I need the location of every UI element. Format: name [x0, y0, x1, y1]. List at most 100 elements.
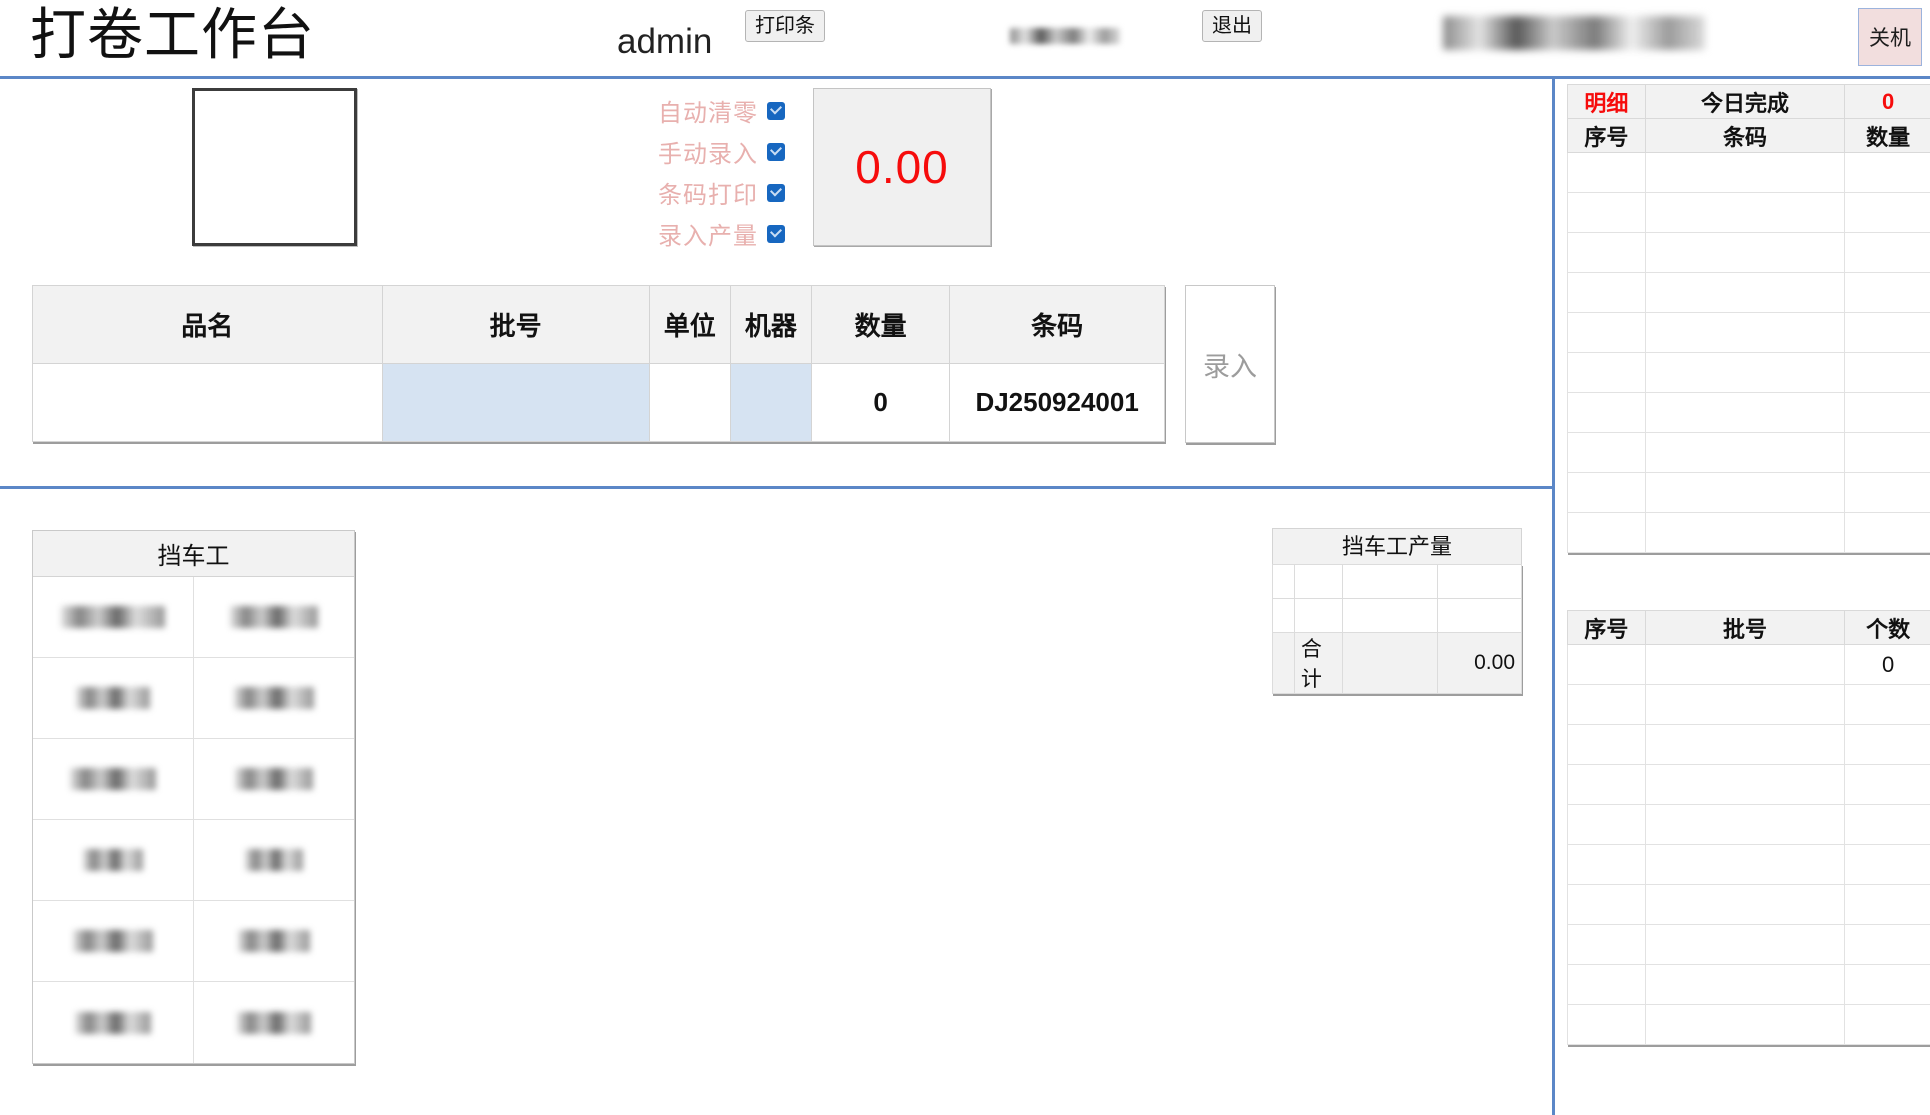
batch-col-batchno: 批号	[1644, 610, 1846, 645]
production-total-value: 0.00	[1437, 632, 1522, 694]
option-record-output[interactable]: 录入产量	[640, 213, 785, 254]
submit-entry-button[interactable]: 录入	[1185, 285, 1275, 443]
table-row[interactable]	[1567, 392, 1930, 433]
detail-summary-label: 今日完成	[1644, 84, 1846, 119]
option-manual-entry-checkbox[interactable]	[767, 142, 785, 161]
table-row[interactable]	[1567, 684, 1930, 725]
option-record-output-checkbox[interactable]	[767, 224, 785, 243]
production-cell	[1437, 564, 1522, 599]
production-row	[1272, 598, 1522, 633]
batch-cell-batchno	[1644, 684, 1846, 725]
option-auto-zero-label: 自动清零	[658, 100, 758, 127]
table-row[interactable]	[1567, 272, 1930, 313]
worker-cell[interactable]	[194, 982, 355, 1063]
cell-batch[interactable]	[381, 363, 650, 442]
col-header-quantity: 数量	[810, 285, 951, 364]
table-row[interactable]	[1567, 764, 1930, 805]
worker-cell[interactable]	[193, 577, 354, 658]
table-row[interactable]	[1567, 804, 1930, 845]
detail-cell-index	[1567, 392, 1646, 433]
batch-cell-index	[1567, 724, 1646, 765]
print-barcode-button[interactable]: 打印条	[745, 10, 825, 42]
detail-summary-value: 0	[1844, 84, 1930, 119]
table-row[interactable]	[1567, 472, 1930, 513]
entry-table-header-row: 品名 批号 单位 机器 数量 条码	[32, 285, 1165, 364]
worker-cell[interactable]	[33, 658, 194, 739]
worker-cell[interactable]	[33, 982, 194, 1063]
production-cell	[1293, 564, 1343, 599]
exit-button[interactable]: 退出	[1202, 10, 1262, 42]
production-cell	[1272, 598, 1295, 633]
table-row[interactable]: 0	[1567, 644, 1930, 685]
option-manual-entry[interactable]: 手动录入	[640, 131, 785, 172]
detail-cell-quantity	[1844, 232, 1930, 273]
batch-cell-count: 0	[1844, 644, 1930, 685]
table-row[interactable]	[1567, 884, 1930, 925]
worker-name-redacted	[237, 930, 310, 952]
option-barcode-print-checkbox[interactable]	[767, 183, 785, 202]
cell-product[interactable]	[32, 363, 383, 442]
worker-cell[interactable]	[193, 739, 354, 820]
barcode-preview-box	[192, 88, 357, 246]
worker-cell[interactable]	[193, 901, 354, 982]
batch-cell-batchno	[1644, 924, 1846, 965]
detail-tab-label[interactable]: 明细	[1567, 84, 1646, 119]
worker-cell[interactable]	[193, 820, 354, 901]
table-row[interactable]	[1567, 192, 1930, 233]
detail-cell-barcode	[1644, 152, 1846, 193]
table-row[interactable]	[1567, 152, 1930, 193]
table-row[interactable]	[1567, 964, 1930, 1005]
production-total-spacer	[1272, 632, 1295, 694]
batch-cell-count	[1844, 804, 1930, 845]
production-cell	[1341, 564, 1439, 599]
detail-cell-index	[1567, 472, 1646, 513]
cell-quantity[interactable]: 0	[810, 363, 951, 442]
table-row[interactable]	[1567, 352, 1930, 393]
option-barcode-print[interactable]: 条码打印	[640, 172, 785, 213]
detail-cell-index	[1567, 512, 1646, 553]
batch-cell-batchno	[1644, 884, 1846, 925]
detail-cell-quantity	[1844, 472, 1930, 513]
cell-machine[interactable]	[729, 363, 812, 442]
table-row[interactable]	[1567, 724, 1930, 765]
detail-cell-quantity	[1844, 312, 1930, 353]
detail-cell-quantity	[1844, 512, 1930, 553]
cell-barcode[interactable]: DJ250924001	[949, 363, 1165, 442]
batch-cell-batchno	[1644, 764, 1846, 805]
cell-unit[interactable]	[648, 363, 731, 442]
worker-name-redacted	[82, 849, 143, 871]
batch-cell-index	[1567, 764, 1646, 805]
batch-cell-index	[1567, 684, 1646, 725]
detail-cell-quantity	[1844, 432, 1930, 473]
table-row[interactable]	[1567, 844, 1930, 885]
option-auto-zero-checkbox[interactable]	[767, 101, 785, 120]
production-cell	[1293, 598, 1343, 633]
shutdown-button[interactable]: 关机	[1858, 8, 1922, 66]
table-row[interactable]	[1567, 232, 1930, 273]
batch-cell-batchno	[1644, 804, 1846, 845]
col-header-machine: 机器	[729, 285, 812, 364]
detail-cell-barcode	[1644, 312, 1846, 353]
batch-cell-index	[1567, 844, 1646, 885]
app-header: 打卷工作台 admin 打印条 退出 关机	[0, 0, 1930, 78]
vertical-divider	[1552, 78, 1555, 1115]
detail-cell-quantity	[1844, 272, 1930, 313]
worker-name-redacted	[60, 606, 165, 628]
batch-cell-index	[1567, 924, 1646, 965]
batch-col-count: 个数	[1844, 610, 1930, 645]
table-row[interactable]	[1567, 432, 1930, 473]
table-row[interactable]	[1567, 1004, 1930, 1045]
worker-cell[interactable]	[33, 901, 194, 982]
worker-cell[interactable]	[33, 577, 194, 658]
worker-name-redacted	[69, 768, 156, 790]
batch-cell-index	[1567, 804, 1646, 845]
option-auto-zero[interactable]: 自动清零	[640, 90, 785, 131]
worker-cell[interactable]	[193, 658, 354, 739]
worker-cell[interactable]	[33, 739, 194, 820]
worker-name-redacted	[236, 1011, 311, 1034]
table-row[interactable]	[1567, 312, 1930, 353]
detail-cell-barcode	[1644, 392, 1846, 433]
worker-cell[interactable]	[33, 820, 194, 901]
table-row[interactable]	[1567, 512, 1930, 553]
table-row[interactable]	[1567, 924, 1930, 965]
